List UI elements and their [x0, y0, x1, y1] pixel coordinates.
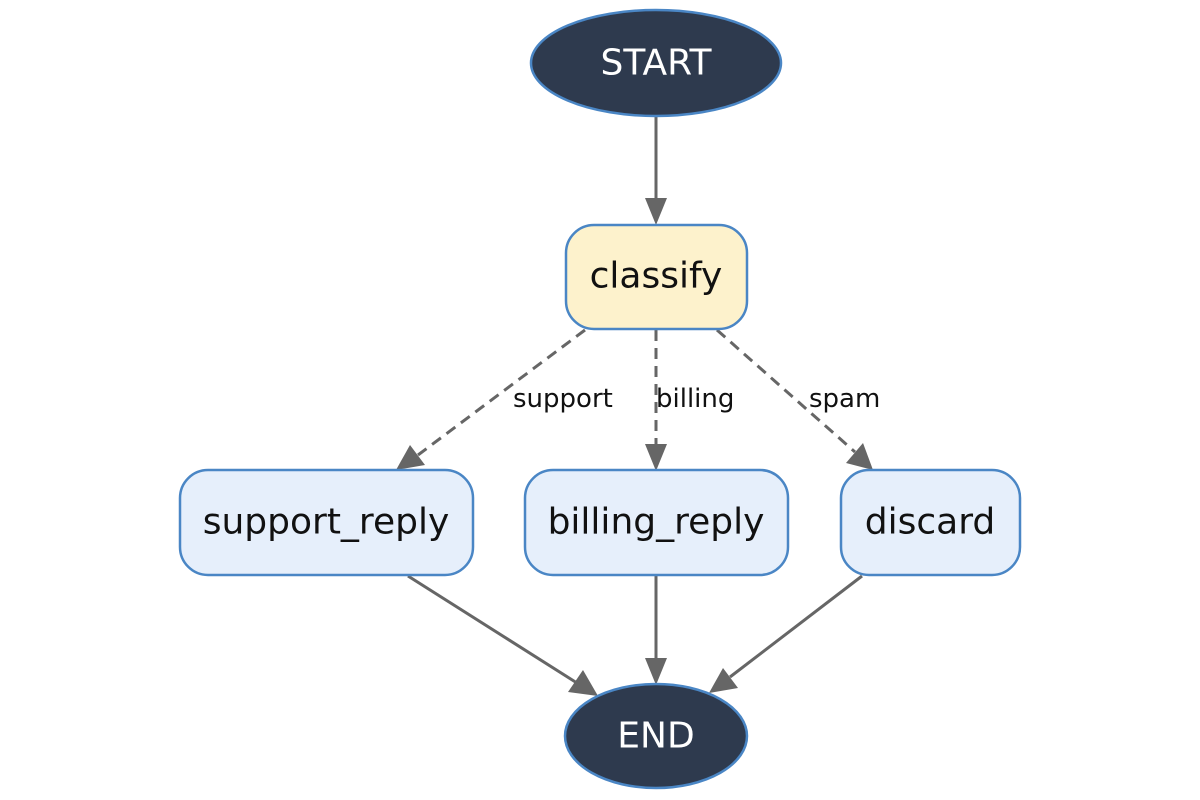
node-classify: classify	[564, 223, 749, 331]
arrowhead-classify-support	[396, 445, 425, 470]
node-end-shape	[563, 682, 749, 790]
edge-discard-end	[729, 574, 863, 679]
edge-label-spam: spam	[809, 384, 880, 414]
edge-label-billing: billing	[656, 384, 734, 414]
arrowhead-classify-spam	[846, 443, 873, 470]
arrowhead-start-classify	[645, 198, 667, 225]
node-end-label: END	[617, 716, 694, 757]
node-discard-shape	[839, 468, 1022, 577]
node-start: START	[529, 8, 783, 118]
node-billing-reply-shape	[523, 468, 790, 577]
node-support-reply-shape	[178, 468, 475, 577]
node-start-shape	[529, 8, 783, 118]
node-discard-label: discard	[865, 502, 995, 543]
arrowhead-billing-end	[645, 658, 667, 685]
arrowhead-classify-billing	[645, 444, 667, 471]
edge-label-support: support	[513, 384, 613, 414]
edge-classify-spam	[716, 328, 856, 454]
edges	[396, 117, 873, 696]
node-classify-shape	[564, 223, 749, 331]
node-billing-reply-label: billing_reply	[548, 502, 765, 543]
node-support-reply-label: support_reply	[203, 502, 450, 543]
arrowhead-support-end	[568, 670, 598, 696]
arrowhead-discard-end	[709, 668, 738, 693]
node-support-reply: support_reply	[178, 468, 475, 577]
node-classify-label: classify	[590, 256, 723, 297]
edge-support-end	[407, 574, 578, 685]
node-billing-reply: billing_reply	[523, 468, 790, 577]
node-end: END	[563, 682, 749, 790]
node-start-label: START	[600, 43, 712, 84]
node-discard: discard	[839, 468, 1022, 577]
